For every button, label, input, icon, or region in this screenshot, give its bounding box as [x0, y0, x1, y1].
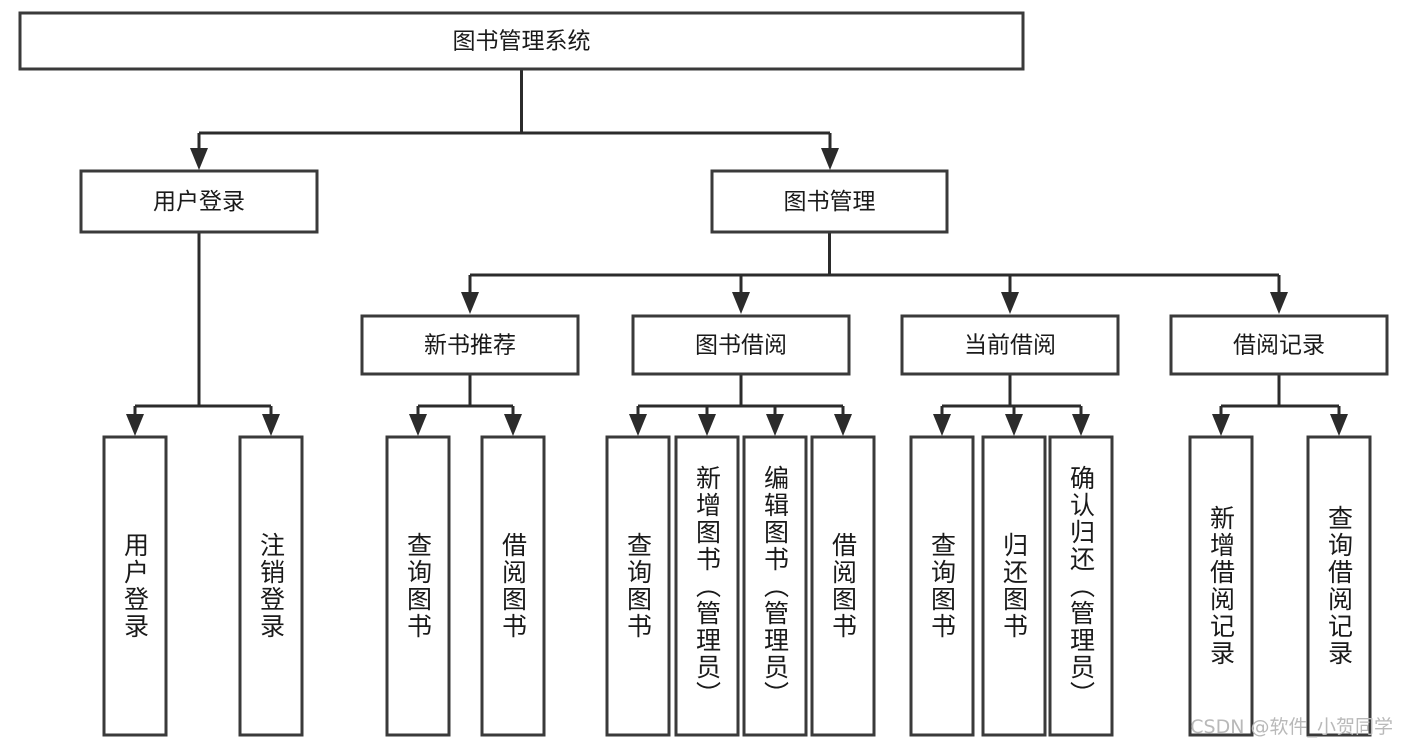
- leaf-box[interactable]: [385, 435, 451, 737]
- connector-group-new-book: [409, 374, 522, 436]
- connector-group-user-login: [126, 232, 280, 436]
- node-root-system-label: 图书管理系统: [453, 29, 591, 55]
- node-user-login-label: 用户登录: [153, 189, 245, 215]
- node-borrow-record[interactable]: 借阅记录: [1169, 314, 1389, 376]
- node-book-borrow-label: 图书借阅: [695, 333, 787, 359]
- node-current-borrow-label: 当前借阅: [964, 333, 1056, 359]
- connector-group-book-manage: [461, 232, 1288, 314]
- node-book-manage-label: 图书管理: [784, 189, 876, 215]
- node-book-borrow[interactable]: 图书借阅: [631, 314, 851, 376]
- leaf-box[interactable]: [742, 435, 808, 737]
- node-book-manage[interactable]: 图书管理: [710, 169, 949, 234]
- connector-group-current-borrow: [933, 374, 1090, 436]
- node-current-borrow[interactable]: 当前借阅: [900, 314, 1120, 376]
- node-root-system[interactable]: 图书管理系统: [18, 11, 1025, 71]
- csdn-watermark: CSDN @软件_小贺同学: [1190, 716, 1393, 738]
- connector-group-root: [190, 69, 839, 170]
- leaf-box[interactable]: [981, 435, 1047, 737]
- connector-group-borrow: [629, 374, 852, 436]
- node-borrow-record-label: 借阅记录: [1233, 333, 1325, 359]
- leaf-box[interactable]: [1306, 435, 1372, 737]
- leaf-box[interactable]: [102, 435, 168, 737]
- leaf-box[interactable]: [909, 435, 975, 737]
- node-new-book-recommend[interactable]: 新书推荐: [360, 314, 580, 376]
- node-user-login[interactable]: 用户登录: [79, 169, 319, 234]
- leaf-box[interactable]: [480, 435, 546, 737]
- leaf-box[interactable]: [674, 435, 740, 737]
- leaf-box[interactable]: [810, 435, 876, 737]
- leaf-box[interactable]: [1188, 435, 1254, 737]
- node-new-book-recommend-label: 新书推荐: [424, 333, 516, 359]
- leaf-box[interactable]: [1048, 435, 1114, 737]
- leaf-box[interactable]: [238, 435, 304, 737]
- leaf-box[interactable]: [605, 435, 671, 737]
- connector-group-borrow-record: [1212, 374, 1348, 436]
